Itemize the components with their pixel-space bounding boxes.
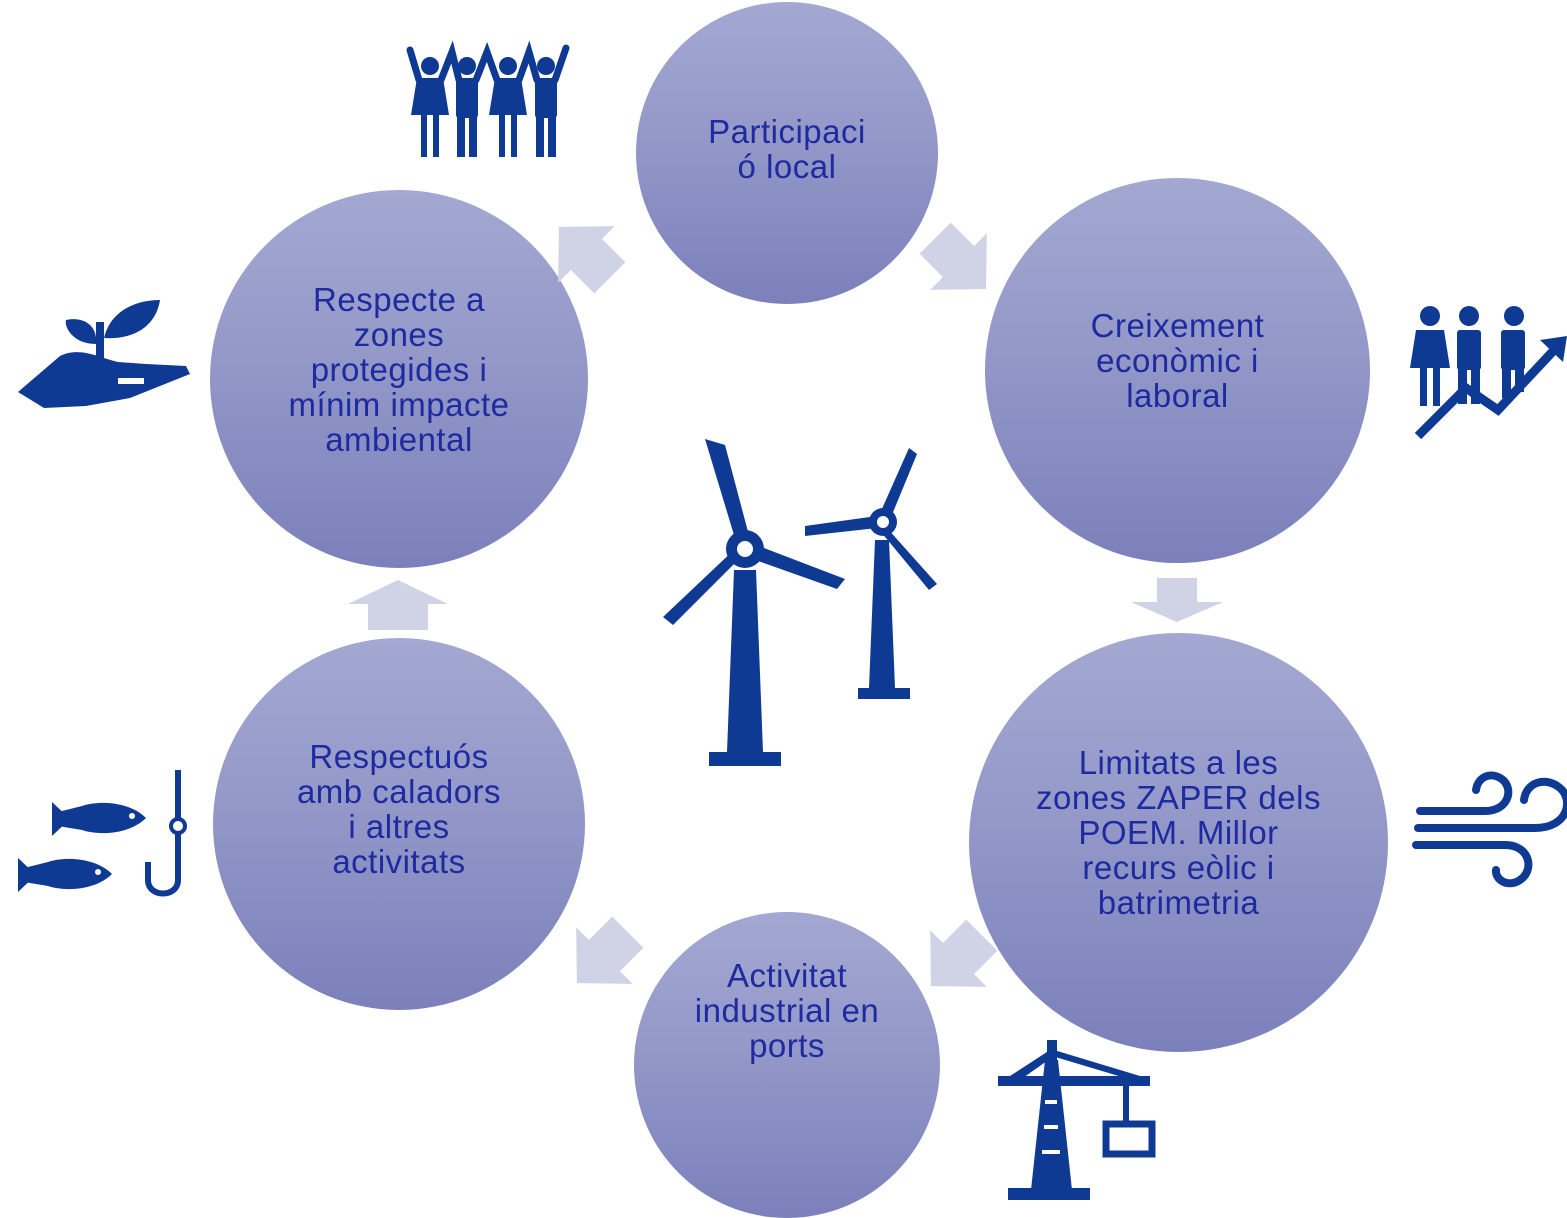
- arrow-participacio-to-creixement: [919, 222, 987, 290]
- node-label-respectuos: Respectuós amb caladors i altres activit…: [296, 738, 502, 880]
- node-label-respecte: Respecte a zones protegides i mínim impa…: [288, 280, 510, 458]
- arrow-limitats-to-activitat: [930, 919, 998, 987]
- node-creixement: Creixement econòmic i laboral: [985, 178, 1370, 563]
- arrow-creixement-to-limitats: [1131, 578, 1223, 622]
- node-label-participacio-local: Participaci ó local: [708, 113, 866, 185]
- wind-icon: [1412, 771, 1567, 888]
- node-participacio-local: Participaci ó local: [636, 2, 938, 304]
- plant-in-hand-icon: [18, 300, 190, 408]
- arrow-respecte-to-participacio: [558, 226, 626, 294]
- people-growth-icon: [1410, 306, 1567, 440]
- node-label-creixement: Creixement econòmic i laboral: [1090, 307, 1265, 414]
- port-crane-icon: [998, 1040, 1156, 1200]
- fish-hook-icon: [18, 770, 187, 897]
- arrow-respectuos-to-respecte: [348, 580, 448, 630]
- node-label-activitat: Activitat industrial en ports: [694, 956, 880, 1064]
- wind-turbines-icon: [663, 439, 937, 766]
- people-raising-hands-icon: [406, 40, 570, 157]
- node-respecte: Respecte a zones protegides i mínim impa…: [210, 190, 588, 568]
- node-limitats: Limitats a les zones ZAPER dels POEM. Mi…: [969, 633, 1388, 1052]
- node-label-limitats: Limitats a les zones ZAPER dels POEM. Mi…: [1036, 744, 1321, 921]
- node-respectuos: Respectuós amb caladors i altres activit…: [213, 638, 585, 1010]
- node-activitat: Activitat industrial en ports: [634, 912, 940, 1218]
- arrow-activitat-to-respectuos: [576, 916, 644, 984]
